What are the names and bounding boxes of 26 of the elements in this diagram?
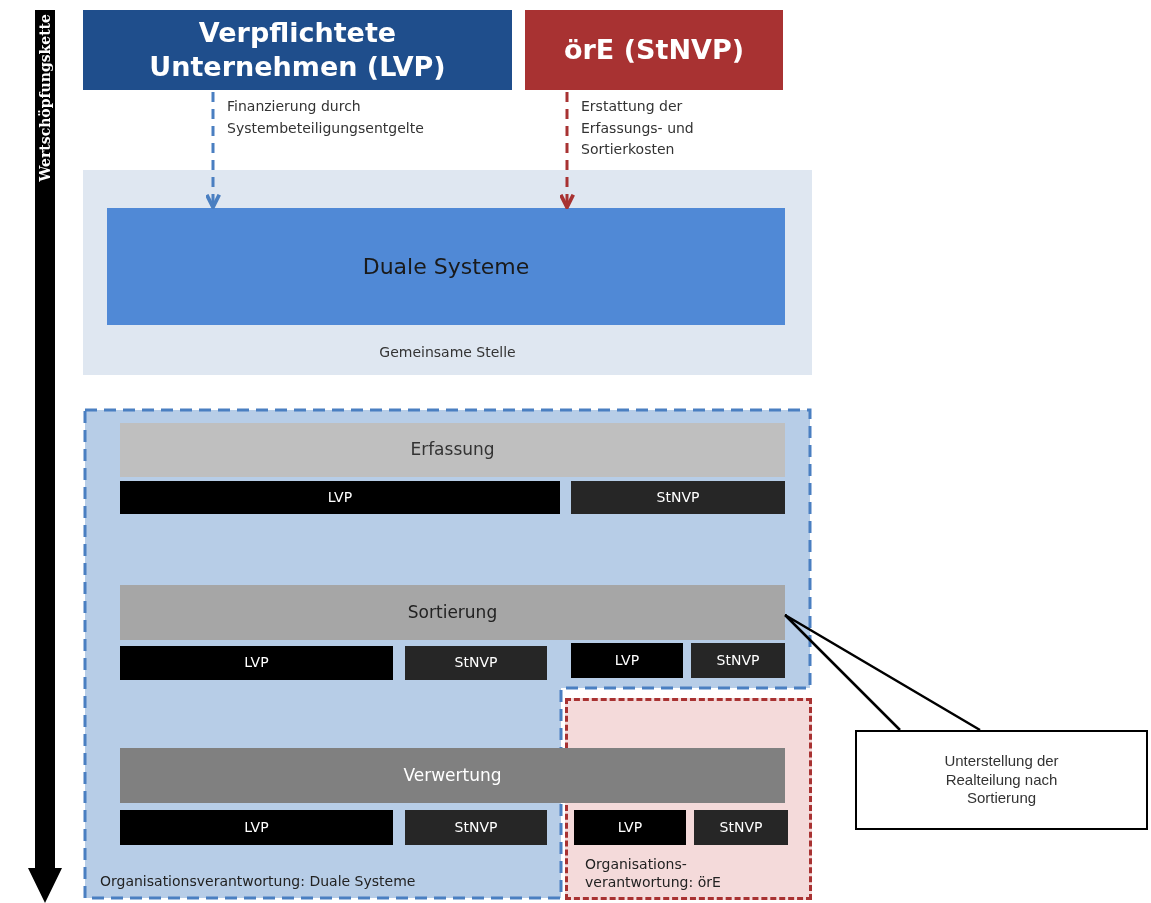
region-label: Organisationsverantwortung: Duale Systeme [100, 872, 416, 890]
stream-bar: StNVP [405, 646, 547, 680]
edge-label: Finanzierung durch Systembeteiligungsentgelte [227, 97, 425, 138]
arrow [204, 92, 222, 210]
region-label: Organisations- verantwortung: örE [585, 856, 722, 891]
stream-bar: LVP [120, 810, 393, 845]
stream-bar: LVP [574, 810, 686, 845]
stream-bar: LVP [571, 643, 683, 678]
stage-bar: Erfassung [120, 423, 785, 477]
stage-bar: Sortierung [120, 585, 785, 640]
stream-bar: LVP [120, 646, 393, 680]
stream-bar: StNVP [571, 481, 785, 514]
header-box: Verpflichtete Unternehmen (LVP) [83, 10, 512, 90]
stream-bar: StNVP [691, 643, 785, 678]
leader-line [783, 613, 982, 732]
system-box: Duale Systeme [107, 208, 785, 325]
header-box: örE (StNVP) [525, 10, 783, 90]
axis-label: Wertschöpfungskette [38, 14, 52, 182]
edge-label: Erstattung der Erfassungs- und Sortierkosten [581, 97, 695, 160]
band-panel [83, 170, 812, 375]
band-label: Gemeinsame Stelle [379, 343, 516, 361]
stream-bar: StNVP [405, 810, 547, 845]
arrow [558, 92, 576, 210]
stream-bar: StNVP [694, 810, 788, 845]
callout-box: Unterstellung der Realteilung nach Sortierung [855, 730, 1148, 830]
stream-bar: LVP [120, 481, 560, 514]
